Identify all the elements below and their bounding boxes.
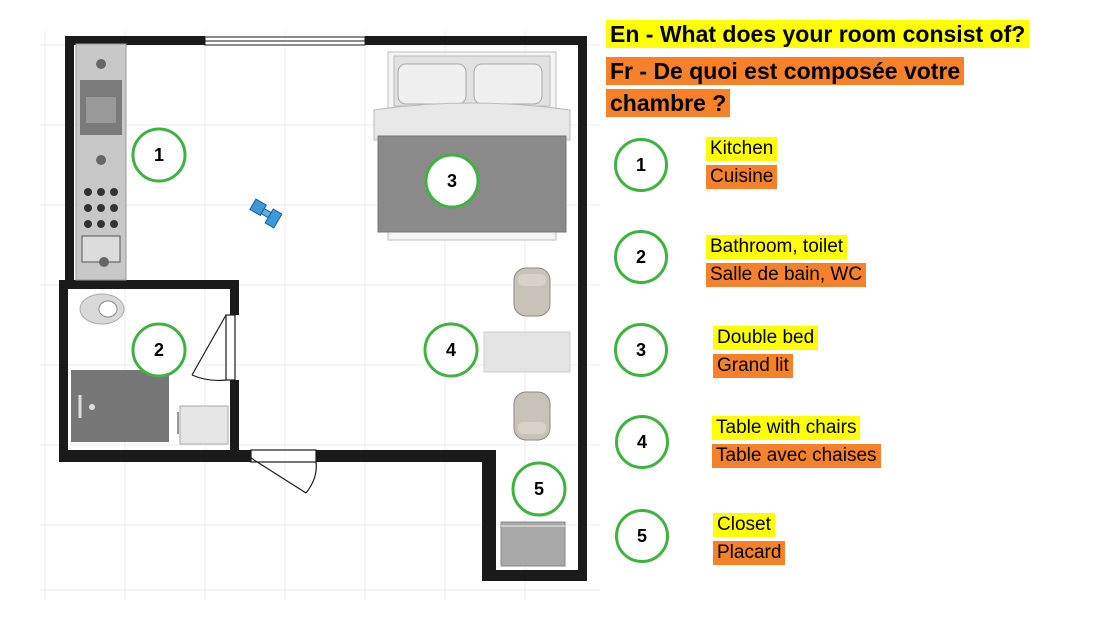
kitchen-counter (75, 43, 127, 281)
plan-grid (40, 30, 600, 600)
legend-label-fr: Grand lit (713, 354, 793, 378)
closet (500, 521, 566, 567)
table-with-chairs (483, 267, 571, 441)
legend-label-en: Kitchen (706, 137, 778, 161)
title-fr-line1: Fr - De quoi est composée votre (606, 57, 965, 86)
plan-marker-1: 1 (131, 127, 187, 183)
plan-marker-3-number: 3 (447, 171, 457, 191)
legend-marker-2: 2 (614, 230, 668, 284)
plan-marker-4-number: 4 (446, 340, 456, 360)
legend-marker-4: 4 (615, 415, 669, 469)
plan-marker-2-number: 2 (154, 340, 164, 360)
plan-marker-2: 2 (131, 322, 187, 378)
bathroom-door (191, 314, 236, 382)
plan-marker-5: 5 (511, 461, 567, 517)
plan-marker-1-number: 1 (154, 145, 164, 165)
double-bed (373, 51, 571, 241)
entrance-door (250, 449, 317, 494)
legend-label-fr: Table avec chaises (712, 444, 881, 468)
legend-label-fr: Cuisine (706, 165, 778, 189)
title-fr-line2: chambre ? (606, 89, 731, 118)
legend-marker-5: 5 (615, 509, 669, 563)
legend-marker-3: 3 (614, 323, 668, 377)
plan-marker-5-number: 5 (534, 479, 544, 499)
floor-plan: 1 2 3 4 5 (40, 30, 600, 600)
plan-marker-4: 4 (423, 322, 479, 378)
legend-label-en: Table with chairs (712, 416, 861, 440)
legend-label-en: Double bed (713, 326, 819, 350)
window (204, 36, 366, 46)
title-en: En - What does your room consist of? (606, 20, 1030, 49)
legend-label-fr: Salle de bain, WC (706, 263, 867, 287)
legend-label-en: Closet (713, 513, 775, 537)
legend-label-en: Bathroom, toilet (706, 235, 848, 259)
legend-marker-1: 1 (614, 138, 668, 192)
legend-label-fr: Placard (713, 541, 786, 565)
blue-appliance-icon (249, 198, 283, 229)
walls (59, 36, 587, 581)
bathroom-fixtures (71, 293, 229, 445)
plan-marker-3: 3 (424, 153, 480, 209)
